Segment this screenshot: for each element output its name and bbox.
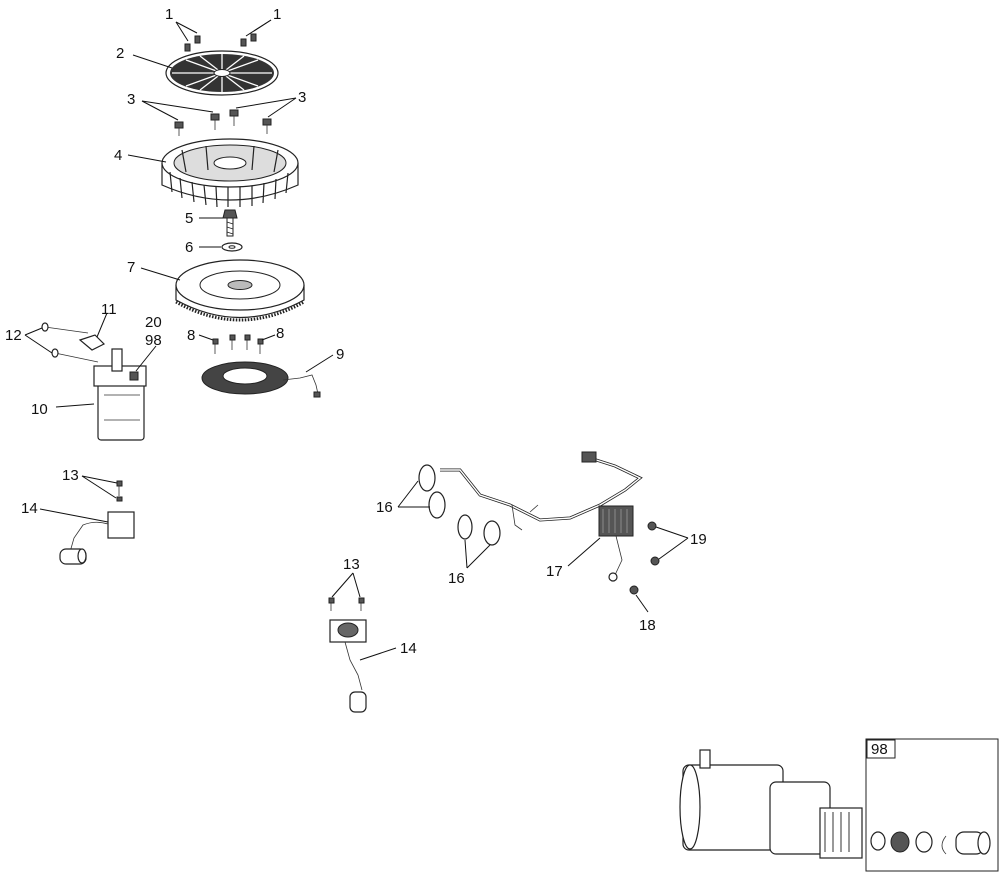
part-11-bracket	[78, 334, 106, 351]
leader-lines	[24, 19, 689, 661]
callout-2: 2	[116, 45, 124, 62]
callout-labels: 1 1 2 3 3 4 5 6 7 8 8 9 10 11 12 20 98 1…	[5, 6, 707, 657]
part-8-screws	[212, 334, 264, 354]
part-2-grille	[165, 50, 279, 96]
callout-13b: 13	[343, 556, 360, 573]
part-5-bolt	[222, 209, 238, 237]
callout-8a: 8	[187, 327, 195, 344]
callout-17: 17	[546, 563, 563, 580]
callout-11: 11	[101, 301, 117, 318]
callout-10: 10	[31, 401, 48, 418]
callout-14b: 14	[400, 640, 417, 657]
callout-5: 5	[185, 210, 193, 227]
inset-label: 98	[871, 741, 888, 758]
part-19-screws	[647, 521, 660, 566]
callout-18: 18	[639, 617, 656, 634]
callout-98: 98	[145, 332, 162, 349]
part-4-fan	[161, 138, 299, 208]
callout-1a: 1	[165, 6, 173, 23]
callout-20: 20	[145, 314, 162, 331]
part-6-washer	[221, 242, 243, 252]
callout-3b: 3	[298, 89, 306, 106]
callout-1b: 1	[273, 6, 281, 23]
part-18-screw	[629, 585, 639, 595]
callout-12: 12	[5, 327, 22, 344]
part-9-stator	[201, 361, 321, 398]
part-16-clamps	[418, 464, 501, 546]
callout-4: 4	[114, 147, 122, 164]
callout-16b: 16	[448, 570, 465, 587]
callout-13a: 13	[62, 467, 79, 484]
part-13-screws-mid	[328, 597, 365, 611]
callout-19: 19	[690, 531, 707, 548]
callout-16a: 16	[376, 499, 393, 516]
callout-6: 6	[185, 239, 193, 256]
part-3-bolts	[174, 109, 272, 136]
part-10-starter	[93, 348, 147, 441]
callout-9: 9	[336, 346, 344, 363]
inset-98: 98	[865, 738, 999, 872]
callout-8b: 8	[276, 325, 284, 342]
part-1-screws	[184, 33, 257, 52]
part-14-coil-left	[59, 511, 135, 565]
part-14-coil-mid	[329, 619, 367, 713]
part-13-screws-left	[116, 480, 123, 502]
callout-3a: 3	[127, 91, 135, 108]
starter-detail	[679, 749, 863, 859]
callout-14a: 14	[21, 500, 38, 517]
part-7-flywheel	[175, 259, 305, 322]
part-17-harness	[440, 451, 643, 582]
callout-7: 7	[127, 259, 135, 276]
